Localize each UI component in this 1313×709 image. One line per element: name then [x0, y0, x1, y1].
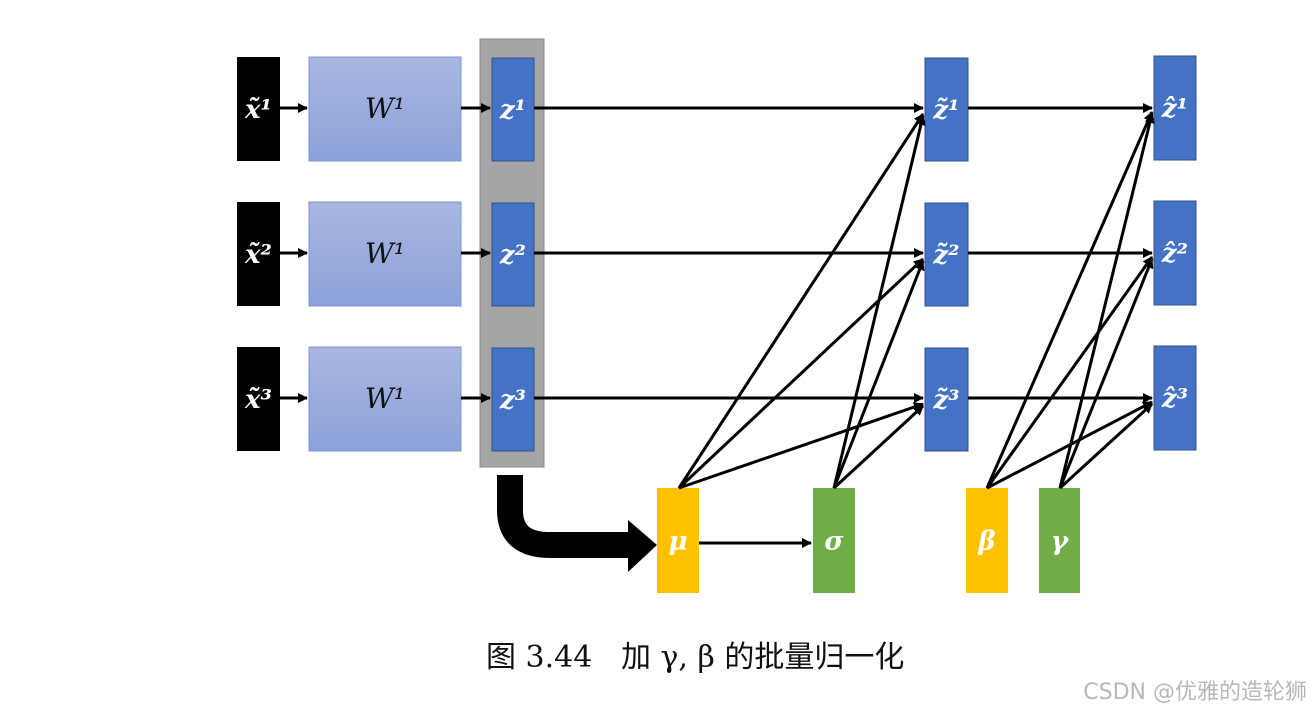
- weight-box-1-label: W¹: [365, 92, 405, 125]
- arrow-sigma-to-ztilde-2: [832, 260, 925, 489]
- z-box-3-label: z³: [499, 386, 526, 416]
- bent-arrow-shaft: [497, 475, 630, 558]
- beta-box-label: β: [977, 527, 995, 557]
- watermark: CSDN @优雅的造轮狮: [1083, 680, 1307, 705]
- z-box-1: [491, 57, 535, 162]
- z-tilde-box-3-label: z̃³: [932, 386, 959, 416]
- input-x-2: [237, 202, 280, 306]
- z-box-2-label: z²: [499, 241, 526, 271]
- weight-box-2: [308, 201, 462, 307]
- z-box-2: [491, 202, 535, 307]
- gamma-box: [1039, 488, 1080, 593]
- beta-box: [966, 488, 1008, 593]
- arrow-mu-to-ztilde-3: [678, 402, 924, 490]
- arrow-gamma-to-zhat-2: [1058, 258, 1154, 489]
- arrow-mu-to-ztilde-2: [677, 257, 925, 490]
- input-x-1: [237, 57, 280, 161]
- z-tilde-box-2-label: z̃²: [932, 241, 959, 271]
- z-hat-box-1-label: ẑ¹: [1161, 94, 1188, 124]
- z-tilde-box-1: [924, 57, 969, 162]
- gamma-box-label: γ: [1051, 527, 1070, 557]
- sigma-box-label: σ: [824, 527, 844, 557]
- input-x-3: [237, 347, 280, 451]
- weight-box-3-label: W¹: [365, 382, 405, 415]
- bent-arrow-head: [628, 520, 657, 572]
- input-x-2-label: x̃²: [244, 240, 272, 270]
- input-x-3-label: x̃³: [244, 385, 272, 415]
- arrow-mu-to-ztilde-1: [677, 113, 925, 489]
- arrow-gamma-to-zhat-1: [1058, 113, 1155, 489]
- mu-box: [657, 488, 699, 593]
- z-tilde-box-1-label: z̃¹: [932, 96, 959, 126]
- arrow-sigma-to-ztilde-3: [832, 404, 925, 490]
- z-hat-box-3-label: ẑ³: [1161, 384, 1188, 414]
- z-hat-box-1: [1153, 55, 1197, 161]
- arrow-gamma-to-zhat-3: [1058, 402, 1154, 490]
- z-box-3: [491, 347, 535, 452]
- arrow-beta-to-zhat-3: [986, 400, 1153, 490]
- input-x-1-label: x̃¹: [244, 95, 272, 125]
- z-hat-box-2: [1153, 200, 1197, 306]
- arrow-beta-to-zhat-2: [985, 256, 1154, 489]
- weight-box-2-label: W¹: [365, 237, 405, 270]
- mu-box-label: μ: [668, 527, 687, 557]
- arrow-beta-to-zhat-1: [985, 111, 1154, 489]
- z-box-1-label: z¹: [499, 96, 526, 126]
- figure-caption: 图 3.44 加 γ, β 的批量归一化: [486, 640, 905, 675]
- z-hat-box-2-label: ẑ²: [1161, 239, 1188, 269]
- sigma-box: [813, 488, 855, 593]
- weight-box-1: [308, 56, 462, 162]
- z-hat-box-3: [1153, 345, 1197, 451]
- weight-box-3: [308, 346, 462, 452]
- z-tilde-box-2: [924, 202, 969, 307]
